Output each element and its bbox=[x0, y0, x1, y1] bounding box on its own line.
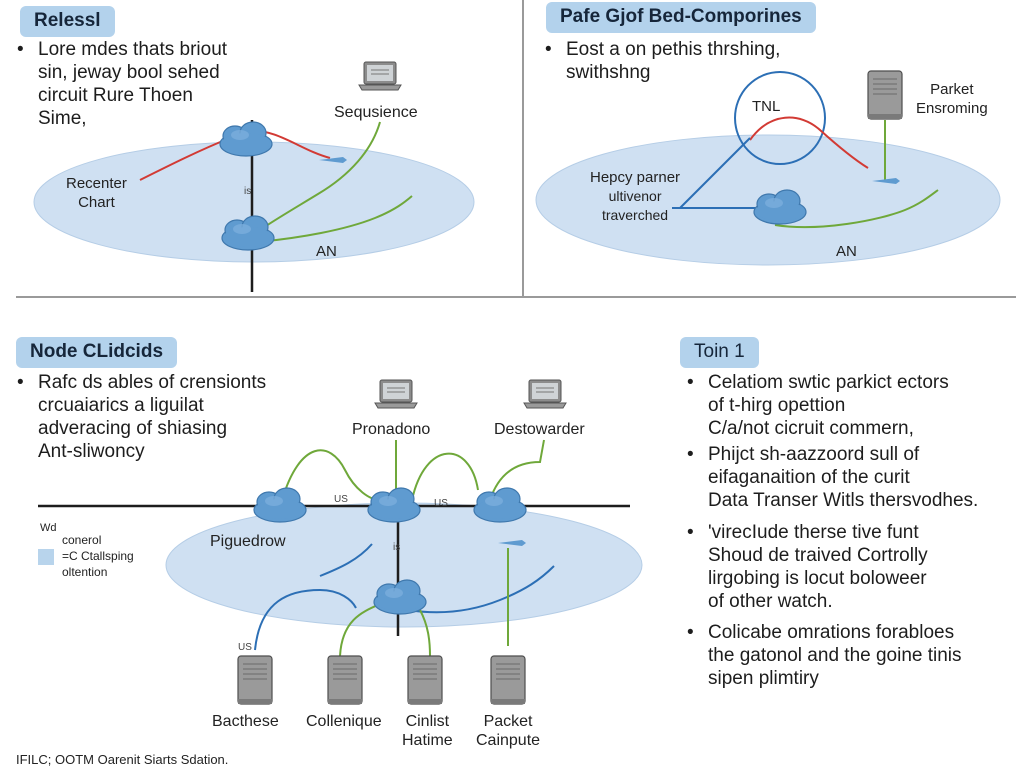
bullet-line: Rafc ds ables of crensionts bbox=[38, 372, 267, 393]
center-chart-label: Recenter Chart bbox=[66, 174, 127, 212]
bullet-line: lirgobing is locut boloweer bbox=[708, 568, 927, 589]
bullet-line: Sime, bbox=[38, 108, 87, 129]
panel-tl-bullet: • Lore mdes thats briout sin, jeway bool… bbox=[17, 38, 228, 130]
bullet-line: Eost a on pethis thrshing, bbox=[566, 39, 781, 60]
bullet-dot: • bbox=[687, 372, 694, 393]
bullet-dot: • bbox=[687, 622, 694, 643]
footer-caption: IFILC; OOTM Oarenit Siarts Sdation. bbox=[16, 752, 229, 767]
horizontal-divider bbox=[16, 296, 1016, 298]
label-line: Parket bbox=[930, 81, 974, 98]
bullet-dot: • bbox=[687, 522, 694, 543]
panel-tr-title: Pafe Gjof Bed-Comporines bbox=[546, 2, 816, 33]
bullet-dot: • bbox=[687, 444, 694, 465]
label-line: Collenique bbox=[306, 713, 382, 730]
axis-mark: is bbox=[244, 186, 252, 197]
pigue-drow-label: Piguedrow bbox=[210, 533, 286, 550]
bullet-line: Phijct sh-aazzoord sull of bbox=[708, 444, 920, 465]
label-line: Hatime bbox=[402, 732, 453, 749]
label-line: Packet bbox=[483, 713, 533, 730]
label-line: Recenter bbox=[66, 175, 127, 192]
server-label: Packet Cainpute bbox=[476, 712, 540, 750]
panel-br-bullet: • Celatiom swtic parkict ectors of t-hir… bbox=[687, 371, 949, 440]
an-label: AN bbox=[316, 243, 337, 260]
panel-bl-art bbox=[38, 379, 643, 705]
bullet-line: Celatiom swtic parkict ectors bbox=[708, 372, 949, 393]
bullet-line: 'virecIude therse tive funt bbox=[708, 522, 919, 543]
vertical-divider bbox=[522, 0, 524, 296]
bullet-dot: • bbox=[17, 39, 24, 60]
legend-text: conerol =C Ctallsping oltention bbox=[62, 532, 134, 580]
destowarder-label: Destowarder bbox=[494, 421, 585, 438]
server-label: Bacthese bbox=[212, 712, 279, 731]
panel-tl-title: Relessl bbox=[20, 6, 115, 37]
panel-bl-title: Node CLidcids bbox=[16, 337, 178, 368]
us-label: US bbox=[334, 494, 348, 505]
label-line: Hepcy parner bbox=[590, 169, 681, 186]
an-label: AN bbox=[836, 243, 857, 260]
panel-tl-art bbox=[33, 61, 475, 292]
legend-number: Wd bbox=[40, 522, 57, 534]
server-label: Collenique bbox=[306, 712, 382, 731]
bullet-dot: • bbox=[17, 372, 24, 393]
bullet-line: sipen plimtiry bbox=[708, 668, 819, 689]
panel-bl-bullet: • Rafc ds ables of crensionts crcuaiaric… bbox=[17, 371, 267, 463]
bullet-line: Ant-sliwoncy bbox=[38, 441, 145, 462]
bullet-line: adveracing of shiasing bbox=[38, 418, 228, 439]
bullet-line: swithshng bbox=[566, 62, 651, 83]
is-label: is bbox=[393, 542, 401, 553]
panel-br-bullet: • Colicabe omrations forabloes the gaton… bbox=[687, 621, 962, 690]
bullet-line: of other watch. bbox=[708, 591, 833, 612]
bullet-dot: • bbox=[545, 39, 552, 60]
pronadono-label: Pronadono bbox=[352, 421, 431, 438]
label-line: ultivenor bbox=[608, 188, 662, 204]
label-line: Cainpute bbox=[476, 732, 541, 749]
panel-tr-bullet: • Eost a on pethis thrshing, swithshng bbox=[545, 38, 781, 84]
us-label: US bbox=[238, 642, 252, 653]
label-line: Bacthese bbox=[212, 713, 279, 730]
label-line: Ensroming bbox=[916, 100, 988, 117]
bullet-line: C/a/not cicruit commern, bbox=[708, 418, 914, 439]
label-line: Chart bbox=[78, 194, 115, 211]
sequence-label: Sequsience bbox=[334, 104, 418, 121]
server-label: Cinlist Hatime bbox=[402, 712, 453, 750]
bullet-line: circuit Rure Thoen bbox=[38, 85, 193, 106]
bullet-line: Data Transer Witls thersvodhes. bbox=[708, 490, 979, 511]
bullet-line: sin, jeway bool sehed bbox=[38, 62, 220, 83]
bullet-line: crcuaiarics a liguilat bbox=[38, 395, 204, 416]
legend-swatch bbox=[38, 549, 54, 565]
us-label: US bbox=[434, 498, 448, 509]
bullet-line: the gatonol and the goine tinis bbox=[708, 645, 962, 666]
legend-line: =C Ctallsping bbox=[62, 549, 134, 563]
legend-line: conerol bbox=[62, 533, 102, 547]
bullet-line: eifaganaition of the curit bbox=[708, 467, 910, 488]
hepcy-label: Hepcy parner ultivenor traverched bbox=[590, 168, 680, 225]
panel-tr-art bbox=[535, 70, 1001, 266]
label-line: Cinlist bbox=[405, 713, 450, 730]
legend-line: oltention bbox=[62, 565, 108, 579]
bullet-line: Lore mdes thats briout bbox=[38, 39, 228, 60]
tnl-label: TNL bbox=[752, 98, 781, 115]
panel-br-bullet: • 'virecIude therse tive funt Shoud de t… bbox=[687, 521, 928, 613]
bullet-line: of t-hirg opettion bbox=[708, 395, 846, 416]
label-line: traverched bbox=[601, 207, 669, 223]
bullet-line: Colicabe omrations forabloes bbox=[708, 622, 955, 643]
panel-br-bullet: • Phijct sh-aazzoord sull of eifaganaiti… bbox=[687, 443, 979, 512]
parket-label: Parket Ensroming bbox=[916, 80, 988, 118]
bullet-line: Shoud de traived Cortrolly bbox=[708, 545, 928, 566]
panel-br-title: Toin 1 bbox=[680, 337, 759, 368]
